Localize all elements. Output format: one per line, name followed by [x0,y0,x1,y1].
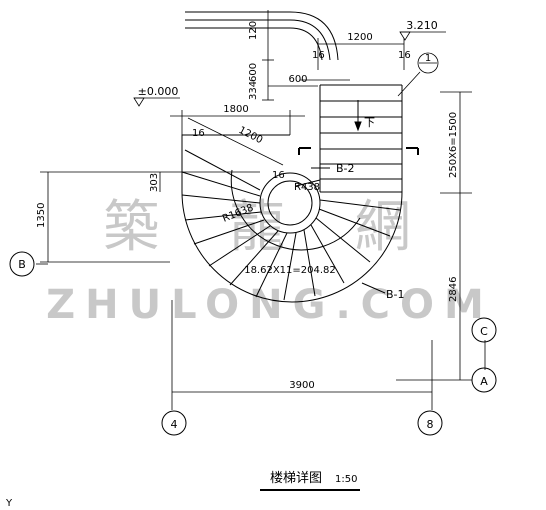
dim-left-303: 303 [149,173,160,192]
dim-diag-16-a: 16 [192,128,205,139]
inner-column-core [267,180,313,226]
dim-top-120: 120 [248,21,259,40]
b1-leader [361,282,386,294]
dim-left-1800: 1800 [223,104,248,115]
axis-bubble-c: C [471,317,497,343]
handrail-bend [289,11,339,61]
axis-bubble-b: B [9,251,35,277]
axis-bubble-a: A [471,367,497,393]
drawing-title: 楼梯详图 [270,471,322,486]
drawing-scale: 1:50 [335,474,357,485]
dim-diag-16-b: 16 [272,170,285,181]
section-callout: 1 [397,52,439,97]
spiral-outer-arc [181,191,403,303]
watermark-en: ZHULONG.COM [46,282,494,328]
spiral-top-edge [181,134,290,192]
dim-left-1350: 1350 [36,203,47,228]
axis-b-label: B [18,258,26,271]
dimension-lines [36,10,486,410]
dim-top-334: 334 [248,81,259,100]
level-ground-text: ±0.000 [138,85,179,98]
corner-mark: Y [5,498,13,509]
dim-top-1200: 1200 [347,32,372,43]
level-ground: ±0.000 [133,85,180,107]
dim-right-2846: 2846 [448,277,459,302]
section-callout-number: 1 [425,53,431,64]
straight-treads [320,100,402,193]
level-upper: 3.210 [399,19,446,41]
dim-top-600-horizontal: 600 [288,74,307,85]
axis-bubble-8: 8 [417,410,443,436]
dim-bottom-3900: 3900 [289,380,314,391]
beam-mark-right [406,147,419,155]
watermark-cn: 築 龍 網 [103,195,437,260]
beam-mark-left [298,147,311,155]
level-upper-text: 3.210 [406,19,438,32]
axis-a-label: A [480,375,488,388]
dim-r438: R438 [294,182,320,193]
dim-top-16-left: 16 [312,50,325,61]
axis-8-label: 8 [427,418,434,431]
dim-tread-formula: 18.62X11=204.82 [244,265,336,276]
dim-top-600-vertical: 600 [248,63,259,82]
dim-right-250x6: 250X6=1500 [448,112,459,178]
beam-b2-label: B-2 [336,162,355,175]
down-arrow-head [354,121,362,132]
axis-c-label: C [480,325,488,338]
walking-line [230,169,361,251]
top-handrail-lines [185,11,290,29]
dim-diag-1200: 1200 [237,125,265,146]
down-arrow-label: 下 [364,116,375,129]
r438-leader [295,179,321,187]
axis-4-label: 4 [171,418,178,431]
dim-top-16-right: 16 [398,50,411,61]
axis-bubble-4: 4 [161,410,187,436]
beam-b1-label: B-1 [386,288,405,301]
spiral-treads [181,149,401,301]
